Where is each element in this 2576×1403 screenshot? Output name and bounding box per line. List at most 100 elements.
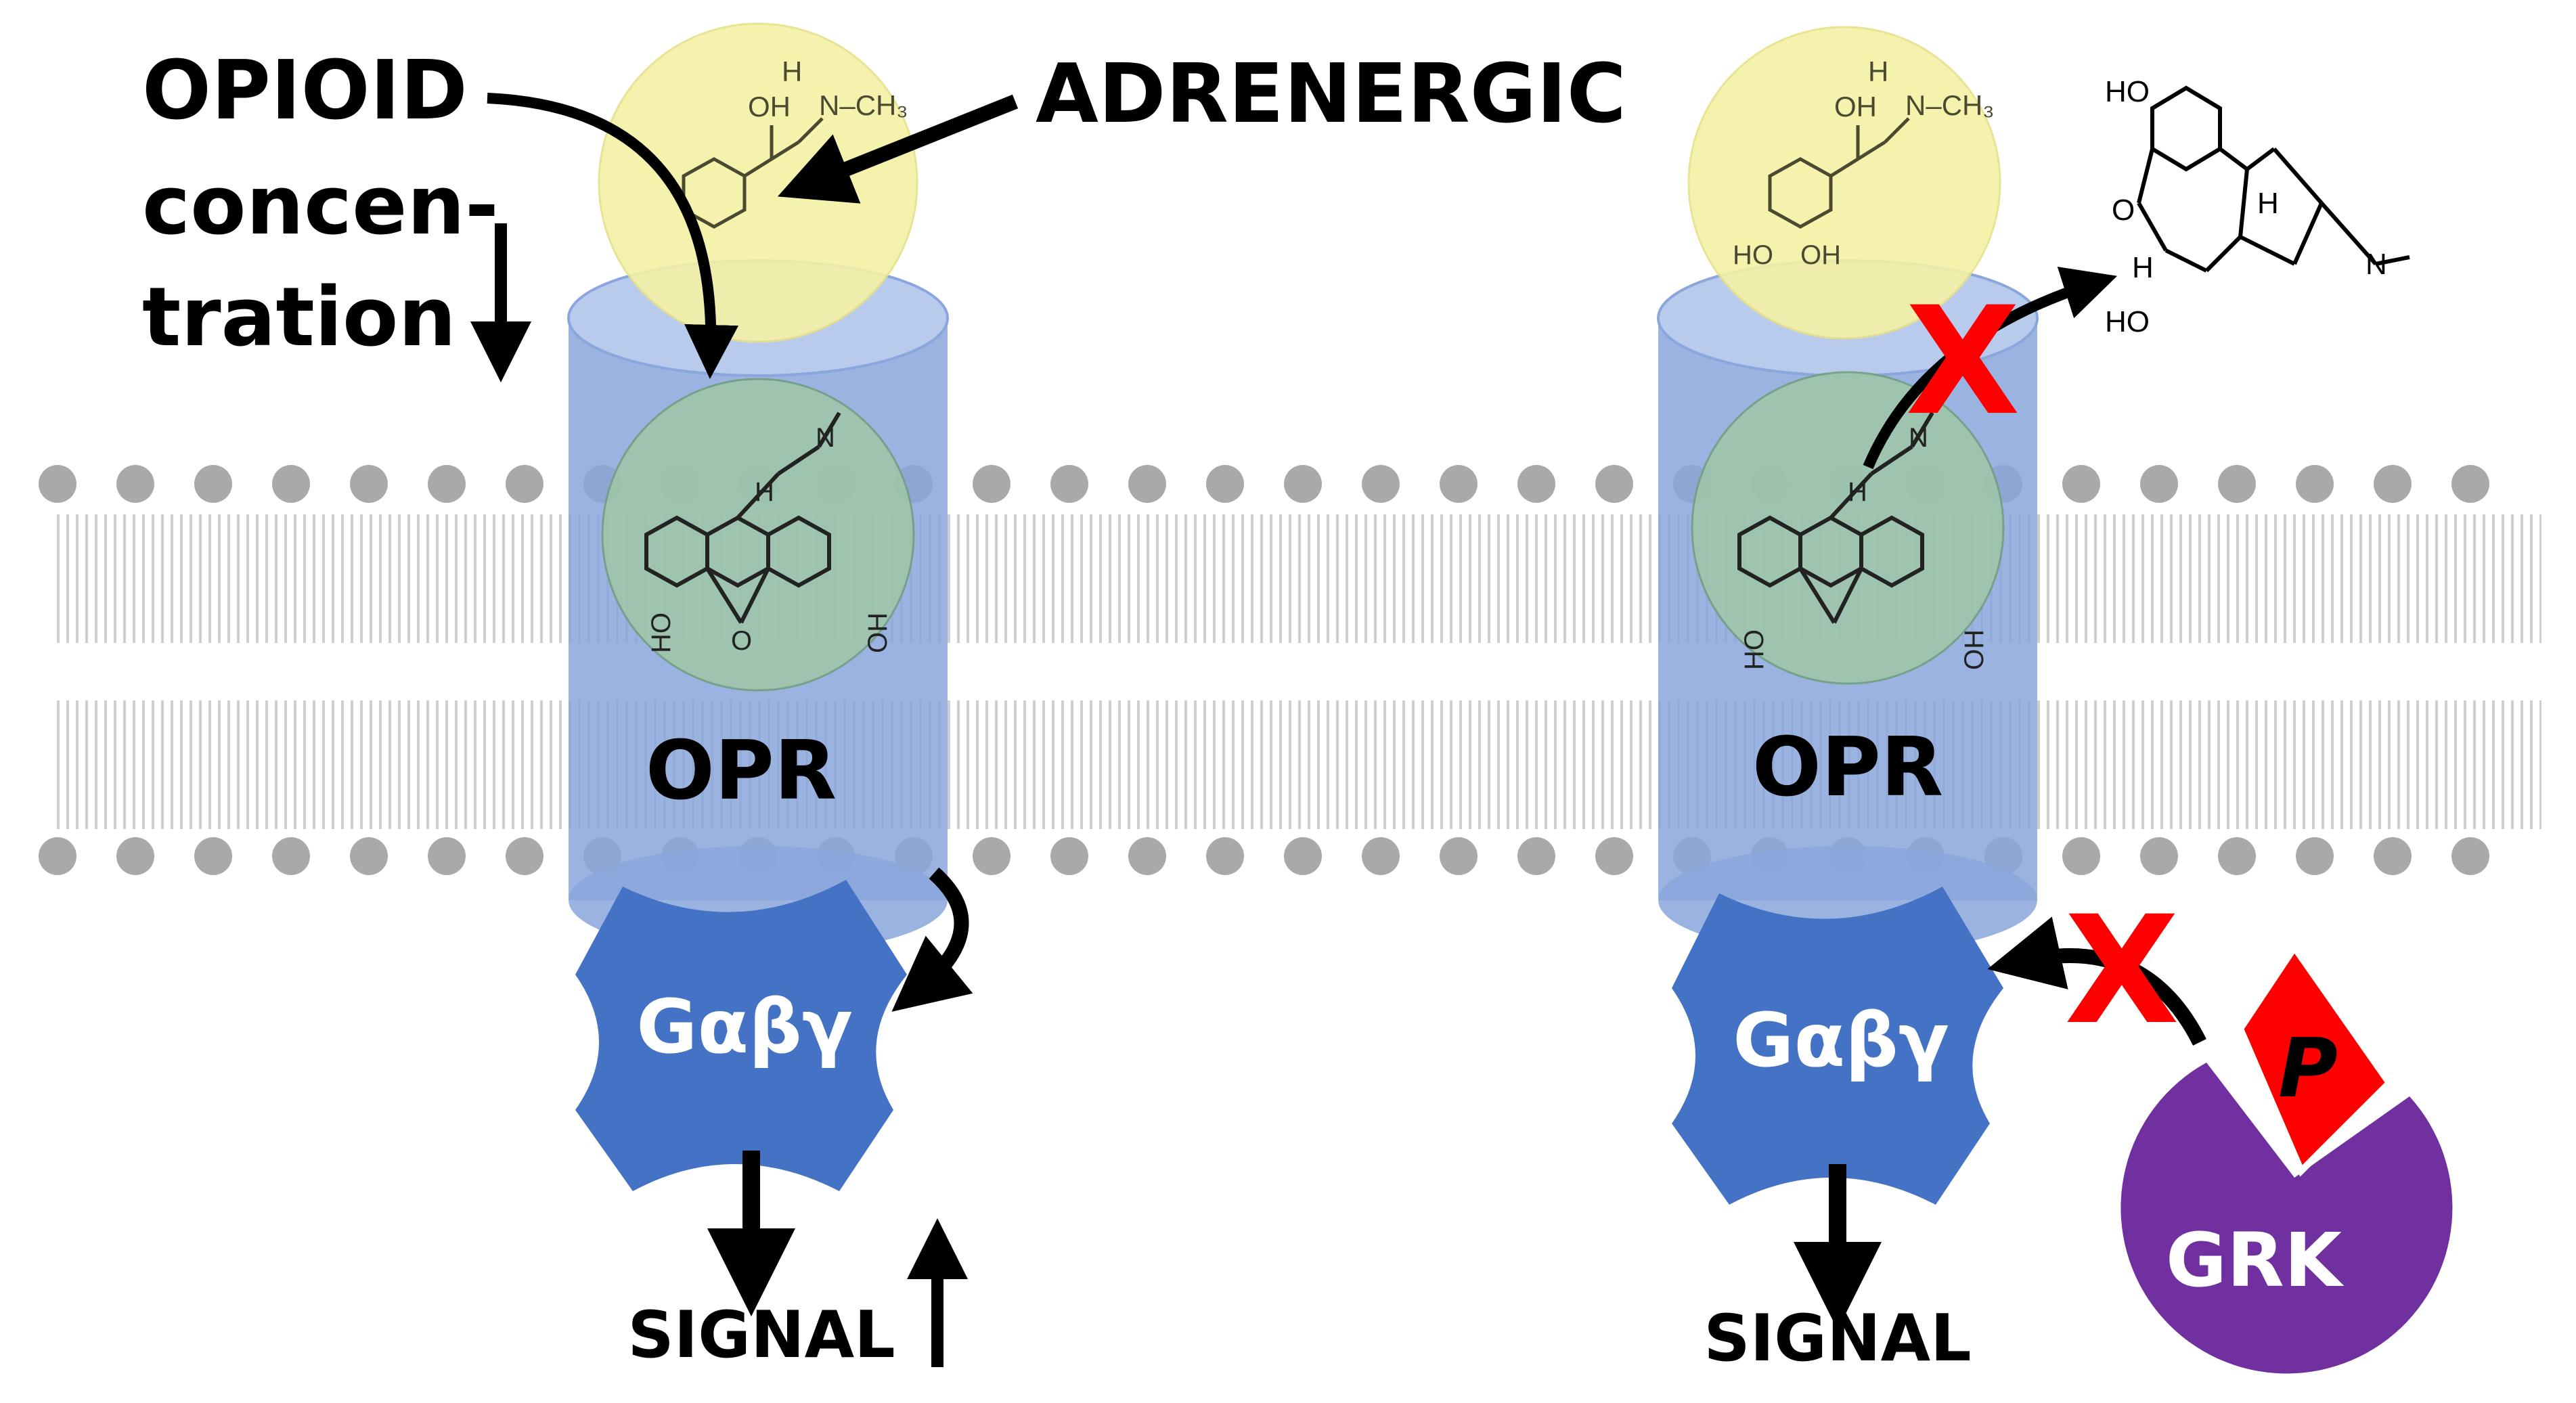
right-panel: OH H N–CH₃ HO OH H N HO OH (1657, 26, 2453, 1376)
lipid-head (2451, 465, 2489, 503)
lipid-head (428, 837, 466, 875)
phosphate-label: P (2278, 1022, 2338, 1116)
adrenergic-nh-label: H (782, 55, 802, 87)
grk-kinase: GRK (2120, 1063, 2453, 1374)
lipid-head (194, 465, 232, 503)
lipid-head (1595, 837, 1633, 875)
adrenergic-oh-label-right: OH (1834, 91, 1877, 123)
released-ho-top-label: HO (2105, 75, 2150, 108)
released-n-label: N (2366, 248, 2387, 281)
opioid-release-arrow (1863, 267, 2118, 470)
membrane-bottom-heads (39, 837, 2489, 875)
lipid-head (350, 837, 388, 875)
g-protein-right: Gαβγ (1672, 887, 2003, 1205)
opioid-label-line-3: tration (142, 271, 456, 365)
lipid-head (1284, 837, 1322, 875)
released-opioid-molecule: HO O H H HO N (2105, 75, 2410, 338)
opioid-h-label-left-1: H (755, 477, 774, 507)
lipid-head (973, 465, 1011, 503)
lipid-head (1440, 837, 1478, 875)
opioid-oh-label-right: OH (1959, 629, 1989, 670)
lipid-head (350, 465, 388, 503)
phosphate-tag: P (2236, 941, 2394, 1177)
lipid-head (2140, 837, 2178, 875)
lipid-head (2218, 837, 2256, 875)
released-ho-bottom-label: HO (2105, 305, 2150, 338)
grk-label: GRK (2166, 1217, 2345, 1304)
lipid-head (1128, 837, 1166, 875)
lipid-head (116, 465, 154, 503)
opioid-n-label-left: N (816, 423, 835, 453)
membrane-upper-tails (51, 514, 2541, 643)
g-protein-label-right: Gαβγ (1733, 997, 1949, 1084)
lipid-head (2062, 837, 2100, 875)
opioid-oh-label-left: OH (863, 613, 893, 653)
lipid-head (1284, 465, 1322, 503)
lipid-head (39, 837, 76, 875)
cell-membrane (39, 465, 2541, 875)
membrane-lower-tails (51, 700, 2541, 829)
opioid-ligand-right: H N HO OH (1691, 371, 2005, 685)
activation-arrow-left (891, 867, 973, 1012)
lipid-head (39, 465, 76, 503)
lipid-head (116, 837, 154, 875)
opioid-ho-label-right: HO (1739, 629, 1769, 670)
adrenergic-nh-label-right: H (1868, 55, 1888, 87)
signal-label-left: SIGNAL (627, 1298, 895, 1373)
lipid-head (1517, 465, 1555, 503)
release-block-x: X (1905, 275, 2020, 448)
lipid-head (1206, 465, 1244, 503)
released-h-label: H (2132, 251, 2154, 284)
left-panel: OH H N–CH₃ H N O HO OH OPR (142, 22, 1626, 1373)
released-o-label: O (2112, 194, 2135, 227)
lipid-head (194, 837, 232, 875)
lipid-head (272, 837, 310, 875)
released-h2-label: H (2257, 187, 2279, 220)
lipid-head (1440, 465, 1478, 503)
opioid-n-label-right: N (1909, 423, 1928, 453)
lipid-head (506, 465, 543, 503)
opioid-label-line-1: OPIOID (142, 44, 468, 138)
receptor-label-right: OPR (1752, 721, 1943, 815)
lipid-head (2218, 465, 2256, 503)
adrenergic-nch3-label-right: N–CH₃ (1905, 89, 1994, 121)
lipid-head (1050, 465, 1088, 503)
lipid-head (1517, 837, 1555, 875)
lipid-head (1362, 837, 1400, 875)
adrenergic-ho-label-right: HO (1733, 240, 1773, 270)
adrenergic-ligand-right: OH H N–CH₃ HO OH (1687, 26, 2001, 340)
phosphorylation-block-x: X (2064, 884, 2179, 1057)
lipid-head (1362, 465, 1400, 503)
opioid-h-label-right: H (1848, 477, 1867, 507)
lipid-head (2296, 837, 2334, 875)
opioid-label-line-2: concen- (142, 159, 499, 253)
lipid-head (1595, 465, 1633, 503)
adrenergic-oh-label: OH (748, 91, 791, 123)
lipid-head (1050, 837, 1088, 875)
opioid-ho-label-left: HO (646, 613, 676, 653)
opioid-ligand-left: H N O HO OH (601, 378, 915, 692)
lipid-head (2451, 837, 2489, 875)
lipid-head (2296, 465, 2334, 503)
signal-label-right: SIGNAL (1704, 1301, 1971, 1376)
lipid-head (973, 837, 1011, 875)
adrenergic-oh2-label-right: OH (1800, 240, 1841, 270)
lipid-head (428, 465, 466, 503)
lipid-head (272, 465, 310, 503)
adrenergic-nch3-label: N–CH₃ (819, 89, 908, 121)
g-protein-label-left: Gαβγ (636, 983, 853, 1070)
lipid-head (2140, 465, 2178, 503)
g-protein-left: Gαβγ (575, 880, 907, 1191)
adrenergic-ligand-left: OH H N–CH₃ (598, 22, 918, 343)
grk-phosphorylation-arrow (1987, 916, 2206, 1046)
lipid-head (2374, 837, 2412, 875)
adrenergic-label: ADRENERGIC (1036, 47, 1626, 141)
lipid-head (1128, 465, 1166, 503)
membrane-top-heads (39, 465, 2489, 503)
lipid-head (2374, 465, 2412, 503)
lipid-head (1206, 837, 1244, 875)
adrenergic-binding-arrow (777, 94, 1019, 204)
lipid-head (2062, 465, 2100, 503)
receptor-label-left: OPR (646, 724, 837, 818)
